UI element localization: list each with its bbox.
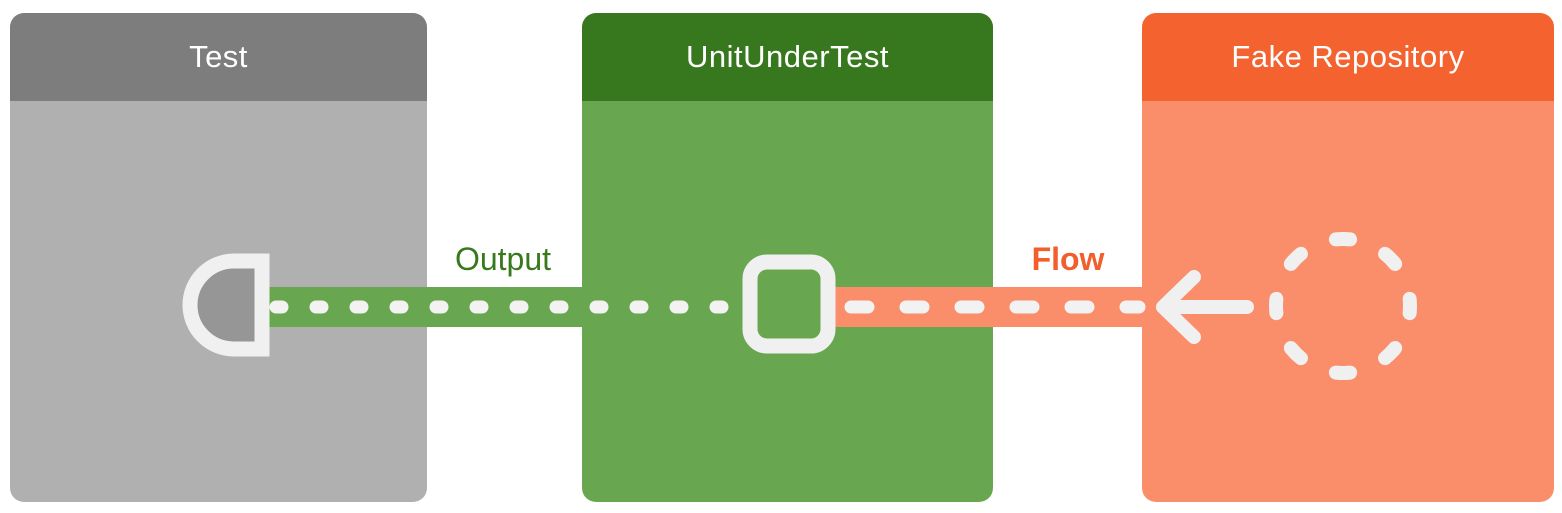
flow-label: Flow [1031,241,1105,277]
box-fake-repository: Fake Repository [1142,13,1554,502]
box-test-body [10,101,427,502]
box-unit-under-test: UnitUnderTest [582,13,993,502]
box-fake-repository-title: Fake Repository [1231,39,1465,74]
box-unit-under-test-body [582,101,993,502]
box-fake-repository-body [1142,101,1554,502]
output-label: Output [454,241,552,277]
box-test-title: Test [189,39,248,74]
box-fake-repository-header: Fake Repository [1142,13,1554,101]
box-test-header: Test [10,13,427,101]
box-test: Test [10,13,427,502]
box-unit-under-test-title: UnitUnderTest [686,39,889,74]
box-unit-under-test-header: UnitUnderTest [582,13,993,101]
